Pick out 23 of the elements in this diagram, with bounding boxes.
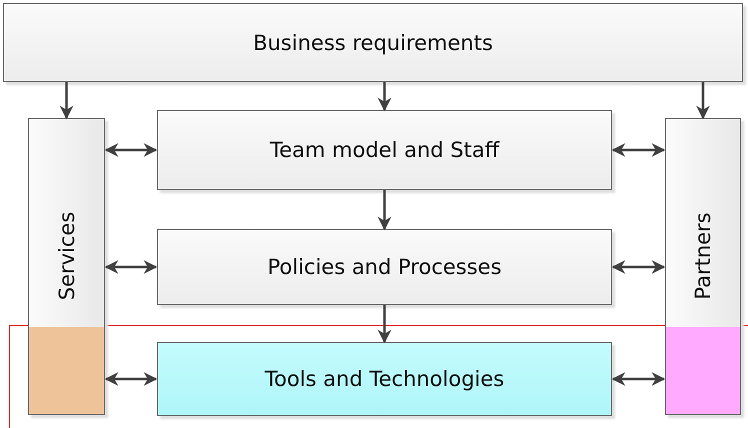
box-title: Team model and Staff	[270, 138, 500, 162]
arrow	[104, 143, 158, 157]
side-column	[665, 118, 741, 415]
arrow	[378, 82, 392, 112]
process-box	[157, 229, 612, 305]
column-title: Services	[54, 212, 78, 300]
arrow	[60, 82, 74, 120]
header-box	[3, 3, 743, 82]
column-title: Partners	[691, 212, 715, 300]
arrow	[378, 305, 392, 344]
arrow	[612, 260, 666, 274]
arrow	[696, 82, 710, 120]
arrow	[104, 372, 158, 386]
box-title: Tools and Technologies	[264, 367, 504, 391]
arrow	[104, 260, 158, 274]
arrow	[612, 143, 666, 157]
arrow	[612, 372, 666, 386]
side-column	[28, 118, 105, 415]
box-title: Policies and Processes	[267, 255, 502, 279]
arrow	[378, 190, 392, 230]
box-title: Business requirements	[253, 30, 493, 54]
process-box	[157, 110, 612, 190]
process-box	[157, 342, 612, 416]
